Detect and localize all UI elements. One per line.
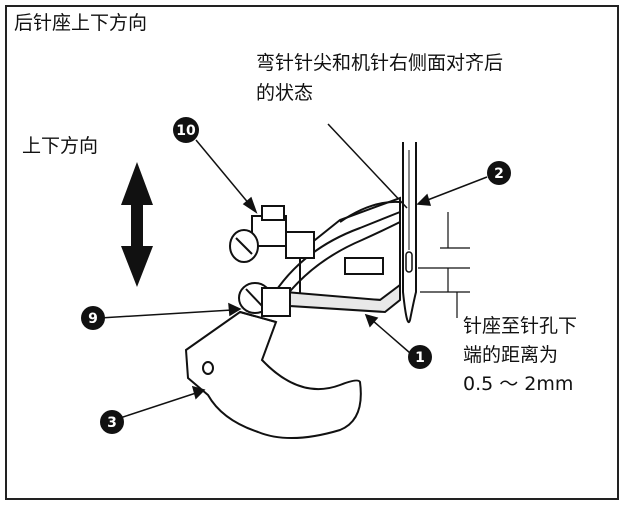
- svg-text:1: 1: [415, 350, 425, 366]
- distance-note-line1: 针座至针孔下: [463, 315, 578, 337]
- distance-note: 针座至针孔下 端的距离为 0.5 ～ 2mm: [463, 312, 577, 399]
- callout-leaders: [99, 139, 488, 419]
- annotation-leader-line: [327, 123, 408, 209]
- double-arrow-icon: [121, 162, 153, 287]
- alignment-annotation: 弯针针尖和机针右侧面对齐后 的状态: [256, 48, 596, 108]
- needle: [402, 142, 417, 323]
- alignment-annotation-line1: 弯针针尖和机针右侧面对齐后: [256, 52, 504, 74]
- callout-10: 10: [173, 117, 199, 143]
- callout-9: 9: [81, 306, 105, 330]
- callout-2: 2: [487, 161, 511, 185]
- svg-text:2: 2: [494, 166, 504, 182]
- alignment-annotation-line2: 的状态: [256, 82, 314, 104]
- upper-screw: [229, 205, 315, 263]
- needle-guard-bracket: [283, 196, 401, 314]
- hook-arm: [184, 310, 362, 439]
- looper: [269, 211, 401, 305]
- dimension-marks: [418, 212, 470, 318]
- distance-note-line2: 端的距离为: [463, 344, 559, 366]
- distance-note-line3: 0.5 ～ 2mm: [463, 373, 574, 395]
- callout-1: 1: [408, 345, 432, 369]
- svg-text:3: 3: [107, 415, 117, 431]
- svg-text:10: 10: [176, 123, 196, 139]
- callout-3: 3: [100, 410, 124, 434]
- svg-text:9: 9: [88, 311, 98, 327]
- diagram-title: 后针座上下方向: [14, 12, 148, 34]
- direction-label: 上下方向: [22, 135, 99, 157]
- lower-screw: [238, 282, 291, 317]
